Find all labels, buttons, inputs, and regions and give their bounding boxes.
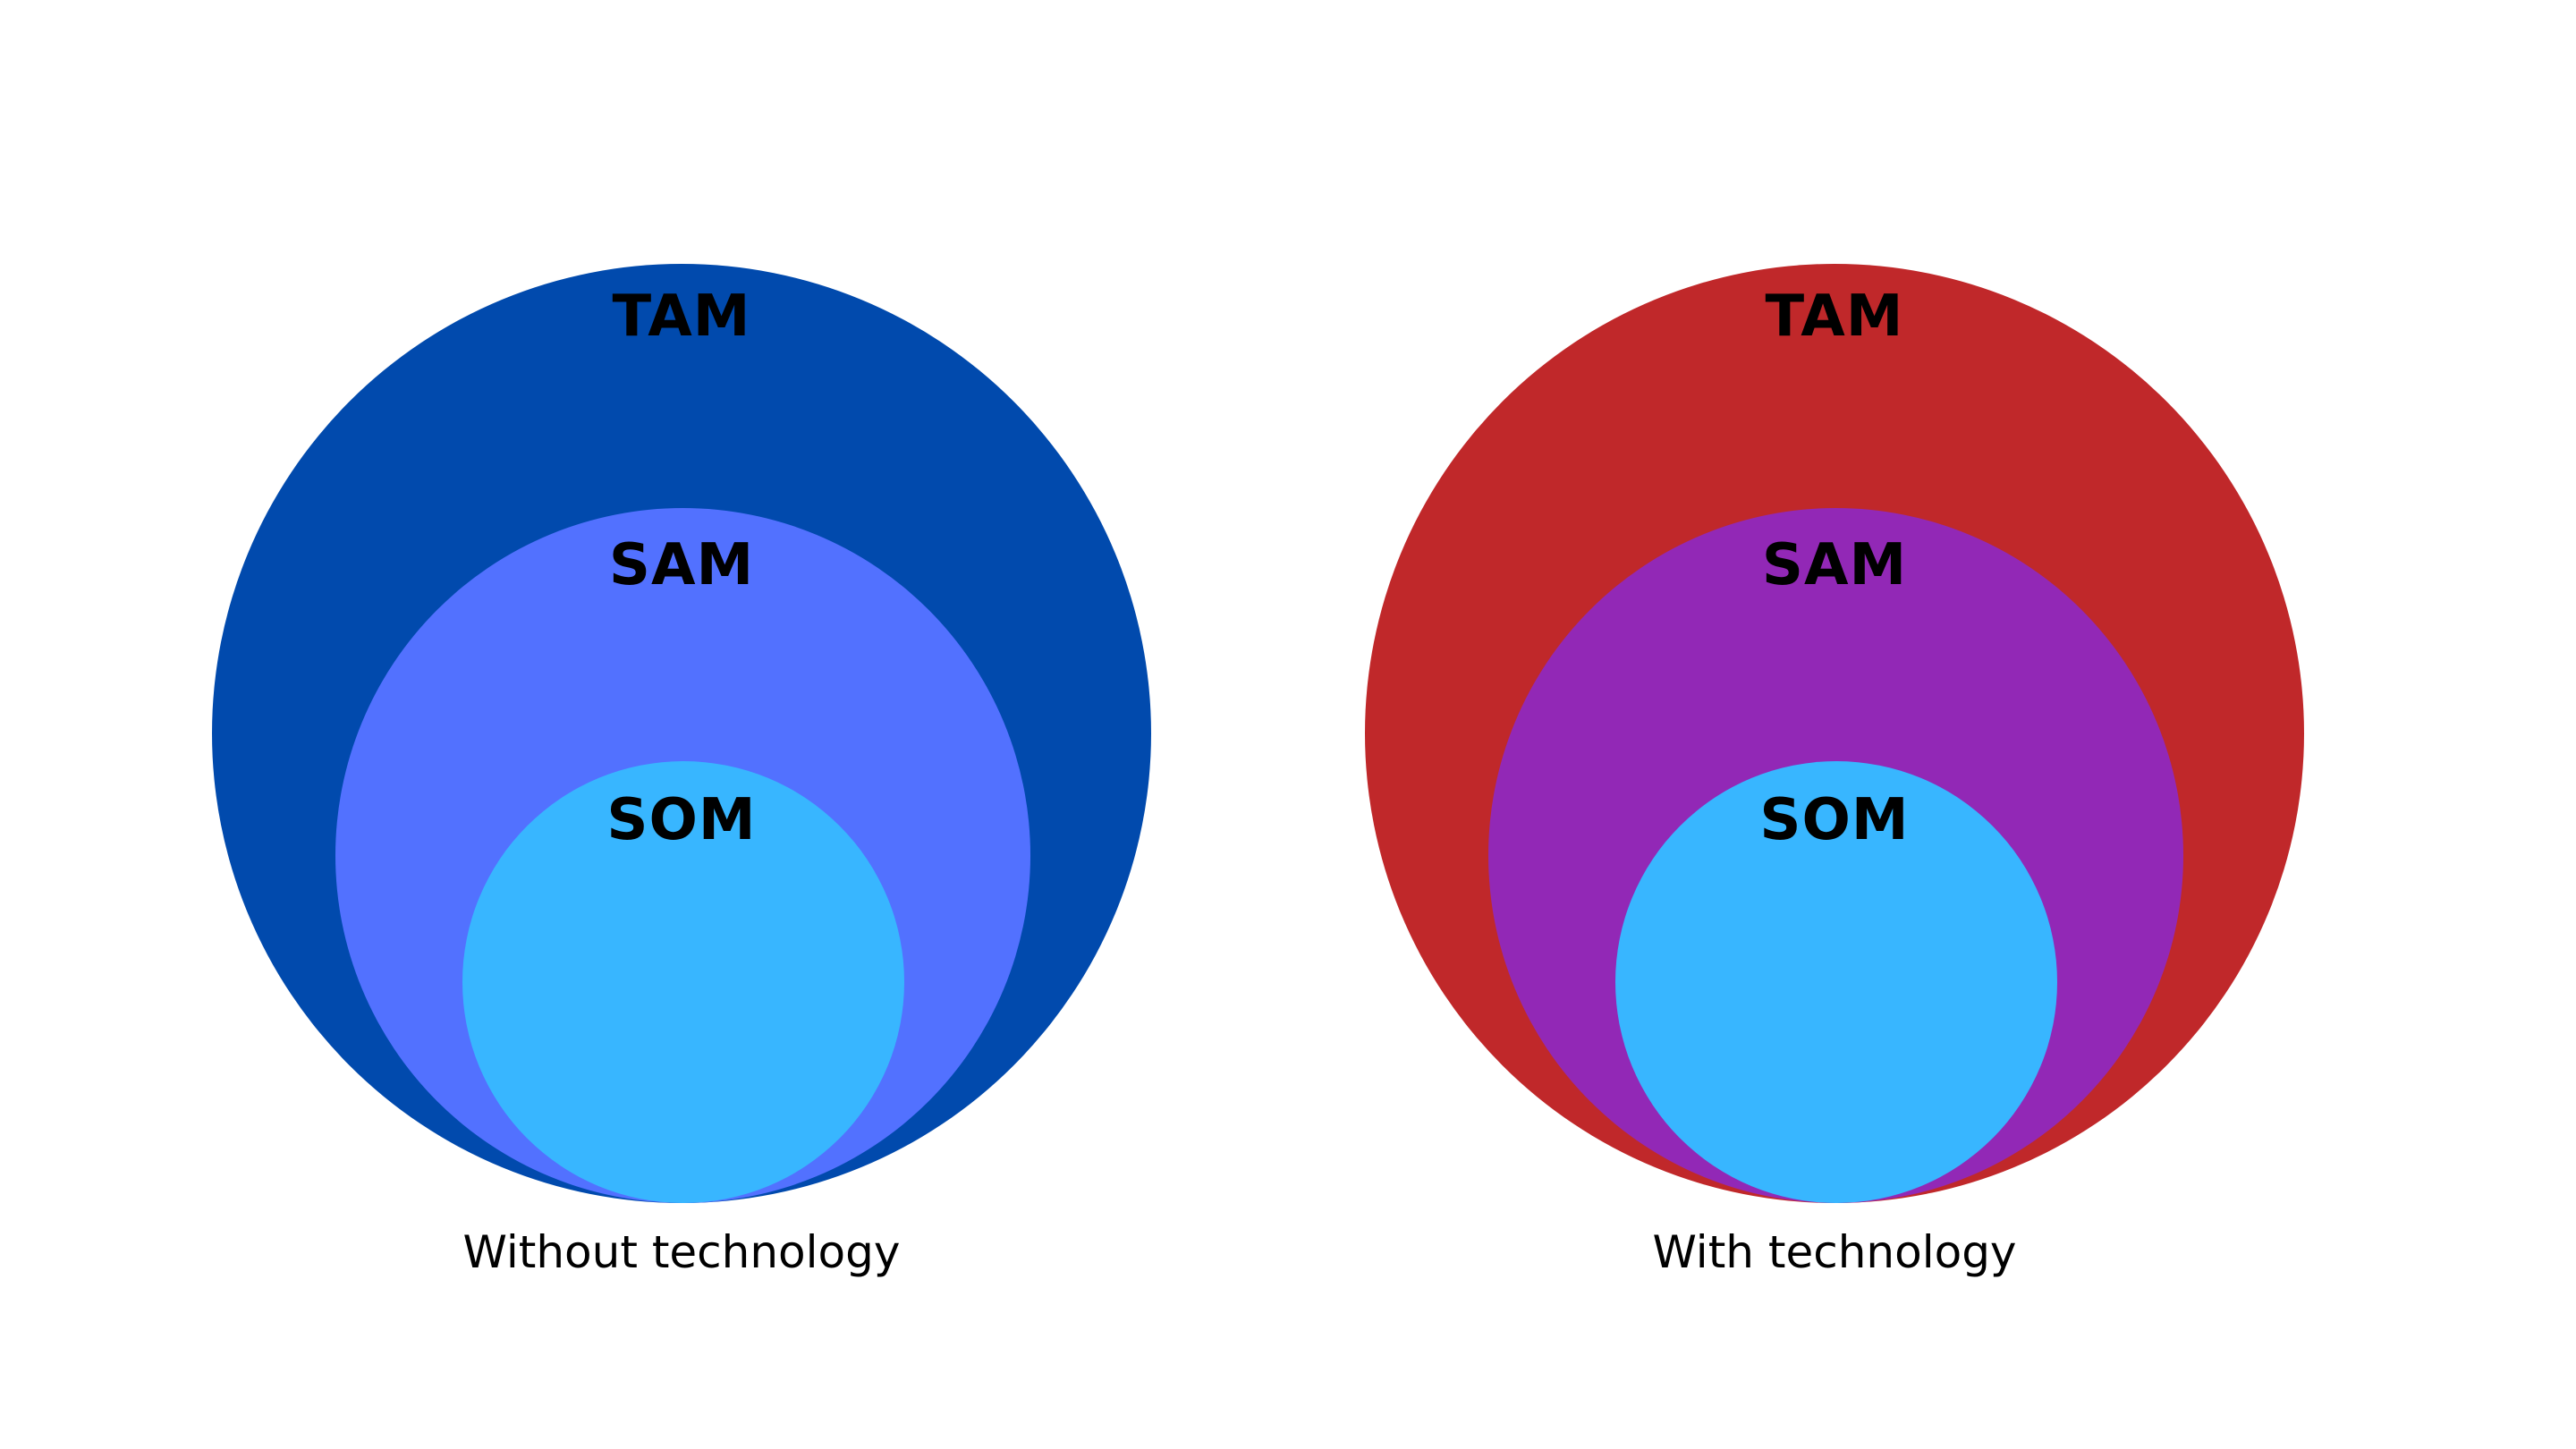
diagram-caption: Without technology <box>462 1226 901 1278</box>
som-circle <box>462 761 904 1203</box>
tam-label: TAM <box>612 284 751 350</box>
diagram-caption: With technology <box>1652 1226 2017 1278</box>
som-label: SOM <box>1759 787 1910 853</box>
tam-label: TAM <box>1765 284 1904 350</box>
market-diagram-with-technology: TAM SAM SOM With technology <box>1288 0 2576 1449</box>
sam-label: SAM <box>1761 532 1908 598</box>
som-circle <box>1615 761 2057 1203</box>
market-diagram-without-technology: TAM SAM SOM Without technology <box>212 264 1151 1278</box>
sam-label: SAM <box>608 532 755 598</box>
som-label: SOM <box>606 787 757 853</box>
